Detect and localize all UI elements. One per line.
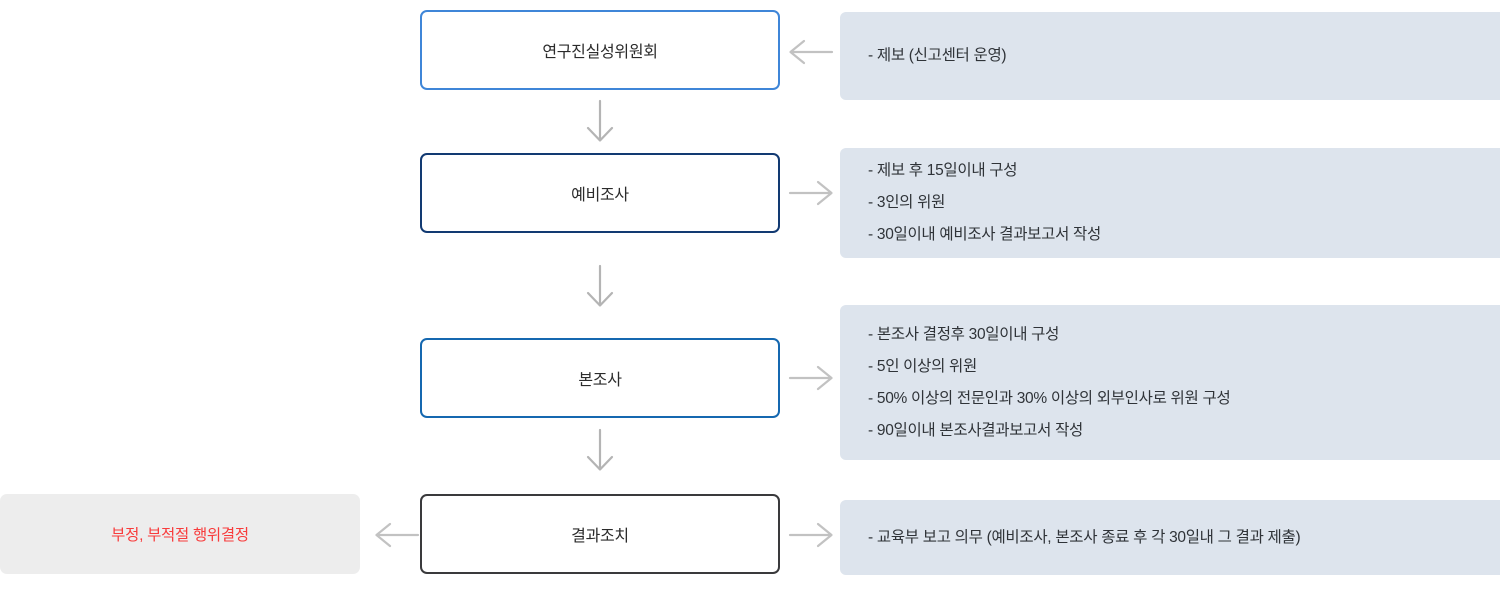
info-line: - 30일이내 예비조사 결과보고서 작성 <box>868 226 1101 243</box>
arrow-down-icon <box>578 264 622 310</box>
info-line: - 제보 후 15일이내 구성 <box>868 162 1018 179</box>
process-box-preliminary-investigation[interactable]: 예비조사 <box>420 153 780 233</box>
process-box-result-action[interactable]: 결과조치 <box>420 494 780 574</box>
process-box-main-investigation[interactable]: 본조사 <box>420 338 780 418</box>
process-box-label: 연구진실성위원회 <box>542 44 658 61</box>
info-panel-main-investigation: - 본조사 결정후 30일이내 구성 - 5인 이상의 위원 - 50% 이상의… <box>840 305 1500 460</box>
arrow-down-icon <box>578 99 622 145</box>
info-line: - 90일이내 본조사결과보고서 작성 <box>868 421 1084 439</box>
outcome-box-label: 부정, 부적절 행위결정 <box>111 527 249 544</box>
info-line: - 제보 (신고센터 운영) <box>868 47 1007 64</box>
info-panel-preliminary-investigation: - 제보 후 15일이내 구성 - 3인의 위원 - 30일이내 예비조사 결과… <box>840 148 1500 258</box>
arrow-down-icon <box>578 428 622 474</box>
info-line: - 5인 이상의 위원 <box>868 357 977 375</box>
arrow-right-icon <box>788 519 836 551</box>
process-box-label: 결과조치 <box>571 528 629 545</box>
arrow-right-icon <box>788 177 836 209</box>
process-box-label: 본조사 <box>578 372 622 389</box>
arrow-left-icon <box>786 36 834 68</box>
process-box-label: 예비조사 <box>571 187 629 204</box>
info-line: - 본조사 결정후 30일이내 구성 <box>868 325 1060 343</box>
info-panel-committee: - 제보 (신고센터 운영) <box>840 12 1500 100</box>
info-line: - 3인의 위원 <box>868 194 946 211</box>
info-line: - 50% 이상의 전문인과 30% 이상의 외부인사로 위원 구성 <box>868 389 1231 407</box>
arrow-left-icon <box>372 519 420 551</box>
info-line: - 교육부 보고 의무 (예비조사, 본조사 종료 후 각 30일내 그 결과 … <box>868 528 1301 546</box>
info-panel-result-action: - 교육부 보고 의무 (예비조사, 본조사 종료 후 각 30일내 그 결과 … <box>840 500 1500 575</box>
outcome-box-misconduct-decision[interactable]: 부정, 부적절 행위결정 <box>0 494 360 574</box>
arrow-right-icon <box>788 362 836 394</box>
process-box-committee[interactable]: 연구진실성위원회 <box>420 10 780 90</box>
